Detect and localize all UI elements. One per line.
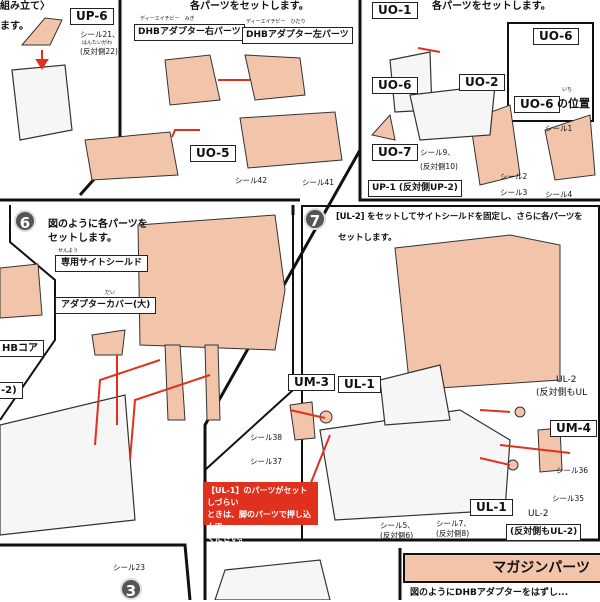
seal-ruby: はんたいがわ (82, 40, 113, 46)
text-fragment: ます。 (0, 21, 29, 32)
label-uo6: UO-6 (372, 77, 418, 94)
seal-23: シール23 (113, 563, 146, 572)
label-up6: UP-6 (70, 8, 114, 25)
label-uo5: UO-5 (190, 145, 236, 162)
heading-fragment: 組み立て〉 (0, 1, 50, 12)
label-ul1-bottom: UL-1 (470, 499, 513, 516)
seal-21: シール21、 (80, 30, 120, 39)
instruction-fragment: 各パーツをセットします。 (432, 1, 551, 12)
seal-41: シール41 (302, 178, 335, 187)
label-uo7: UO-7 (372, 144, 418, 161)
inset-uo6: UO-6 (514, 96, 560, 113)
ruby: ディーエイチビー みぎ (140, 16, 195, 22)
step-7-number: 7 (304, 208, 326, 230)
note-line: ください。 (207, 534, 247, 543)
label-dhb-left: DHBアダプター左パーツ (242, 27, 353, 44)
seal-37: シール37 (250, 457, 283, 466)
step7-instruction-1: [UL-2] をセットしてサイトシールドを固定し、さらに各パーツを (336, 212, 583, 222)
seal-8: (反対側8) (436, 529, 470, 538)
assembly-tip-note: 【UL-1】のパーツがセットしづらい ときは、脚のパーツで押し込んで ください。 (203, 482, 318, 543)
label-ul2-top-opposite: (反対側もUL (536, 388, 588, 398)
assembly-arrows (35, 47, 571, 486)
ruby: だい (105, 290, 116, 296)
label-uo2: UO-2 (459, 74, 505, 91)
robot-body (0, 51, 511, 600)
seal-9: シール9、 (420, 148, 455, 157)
step-6-number: 6 (14, 210, 36, 232)
seal-36: シール36 (556, 466, 589, 475)
seal-5: シール5、 (380, 521, 415, 530)
seal-10: (反対側10) (420, 162, 458, 171)
seal-42: シール42 (235, 176, 268, 185)
seal-2: シール2 (500, 172, 528, 181)
label-sight-shield: 専用サイトシールド (55, 255, 149, 272)
seal-3: シール3 (500, 188, 528, 197)
step6-instruction-1: 図のように各パーツを (48, 219, 148, 230)
parts (0, 17, 596, 473)
note-line: 【UL-1】のパーツがセットしづらい (207, 486, 308, 507)
seal-22: (反対側22) (80, 47, 118, 56)
label-ul1-top: UL-1 (338, 376, 381, 393)
magazine-parts-header: マガジンパーツ (403, 553, 600, 583)
inset-position: の位置 (557, 97, 590, 110)
seal-6: (反対側6) (380, 531, 414, 540)
magazine-instruction-fragment: 図のようにDHBアダプターをはずし... (410, 588, 569, 598)
ruby: せんよう (58, 248, 79, 254)
label-adapter-cover: アダプターカバー(大) (55, 297, 157, 314)
seal-35: シール35 (552, 494, 585, 503)
seal-1: シール1 (545, 124, 573, 133)
label-ul2-bottom-opposite: (反対側もUL-2) (506, 524, 582, 541)
seal-38: シール38 (250, 433, 283, 442)
inset-ruby: いち (562, 87, 573, 93)
seal-4: シール4 (545, 190, 573, 199)
seal-7: シール7、 (436, 519, 471, 528)
step-3-number: 3 (120, 578, 142, 600)
inset-label-uo6: UO-6 (533, 28, 579, 45)
label-dhb-right: DHBアダプター右パーツ (134, 24, 245, 41)
note-line: ときは、脚のパーツで押し込んで (207, 510, 311, 531)
label-hb-core: HBコア (0, 340, 44, 357)
label-fragment: -2) (0, 382, 23, 399)
label-up1: UP-1 (反対側UP-2) (368, 180, 462, 197)
label-ul2-bottom: UL-2 (528, 509, 549, 519)
step6-instruction-2: セットします。 (48, 233, 117, 244)
instruction-fragment: 各パーツをセットします。 (190, 1, 309, 12)
label-ul2-top: UL-2 (556, 375, 577, 385)
step7-instruction-2: セットします。 (338, 233, 397, 243)
label-uo1: UO-1 (372, 2, 418, 19)
label-um4: UM-4 (550, 420, 598, 437)
label-um3: UM-3 (288, 374, 336, 391)
ruby: ディーエイチビー ひだり (246, 19, 306, 25)
